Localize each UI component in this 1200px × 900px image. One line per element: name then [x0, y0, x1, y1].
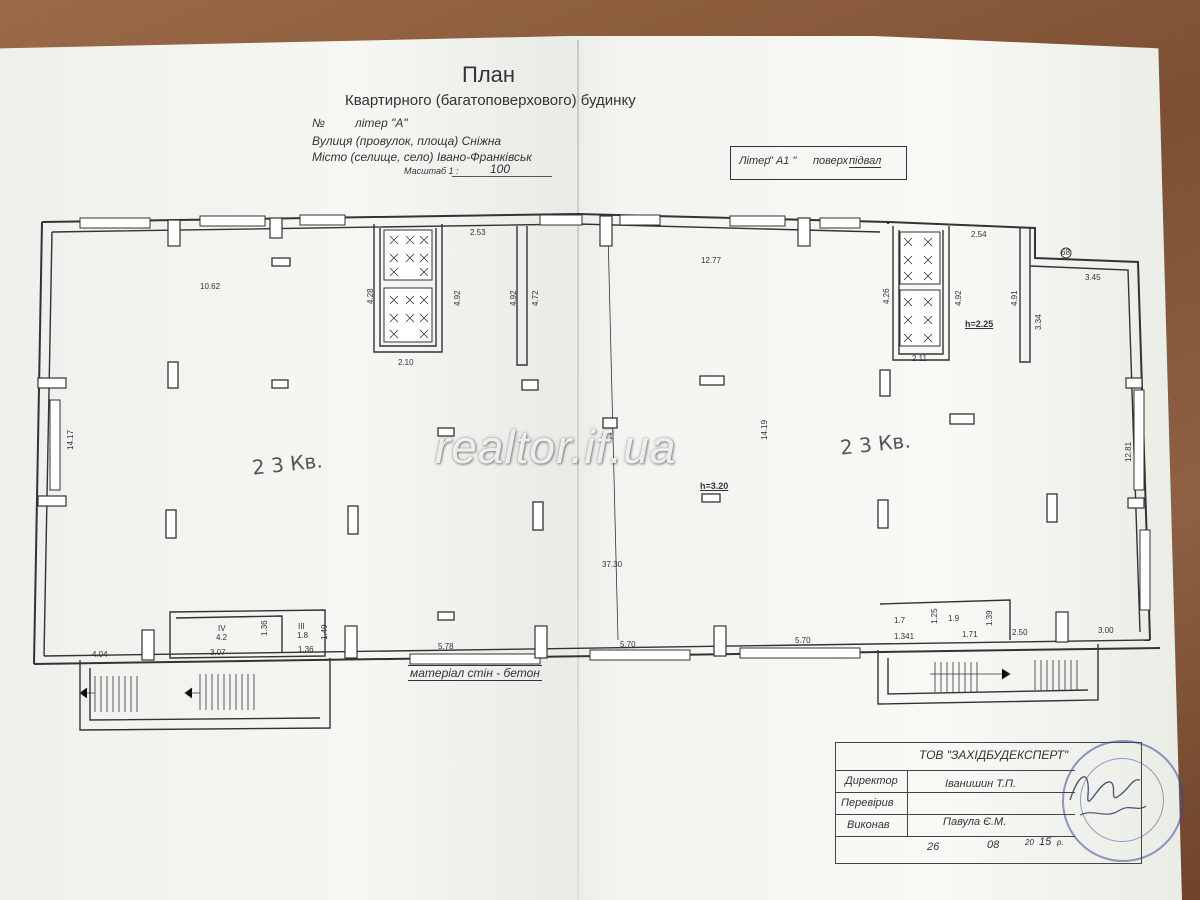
plan-title: План	[462, 62, 516, 87]
number-label: №	[312, 116, 325, 130]
dim-4-72: 4.72	[531, 290, 540, 306]
street-label: Вулиця (провулок, площа) Сніжна	[312, 134, 502, 148]
room-area-1-7: 1.7	[894, 616, 906, 625]
dim-2-11: 2.11	[912, 354, 927, 363]
director-name: Іванишин Т.П.	[945, 778, 1017, 790]
wall-material-label: матеріал стін - бетон	[408, 665, 542, 681]
title-block: ТОВ "ЗАХІДБУДЕКСПЕРТ" Директор Іванишин …	[835, 742, 1142, 864]
dim-12-77: 12.77	[701, 256, 722, 265]
city-label: Місто (селище, село) Івано-Франківськ	[312, 150, 532, 164]
dim-37-30: 37.30	[602, 560, 623, 569]
dim-3-00: 3.00	[1098, 626, 1114, 635]
date-month: 08	[987, 839, 1000, 851]
dim-2-53: 2.53	[470, 228, 486, 237]
scale-label: Масштаб 1 :	[404, 166, 459, 176]
dim-4-92-c: 4.92	[954, 290, 963, 306]
floor-label: поверх	[813, 155, 849, 167]
liter-box-value: " А1 "	[769, 155, 797, 167]
floor-value: підвал	[849, 155, 882, 168]
title-block-row	[835, 770, 1075, 793]
dim-4-92-b: 4.92	[509, 290, 518, 306]
dim-1-25: 1.25	[930, 608, 939, 624]
title-block-divider	[907, 770, 908, 836]
dim-1-341: 1.341	[894, 632, 915, 641]
date-year-prefix: 20	[1025, 838, 1034, 847]
date-year-suffix: р.	[1057, 838, 1064, 847]
room-iv-area: 4.2	[216, 633, 228, 642]
paper-fold	[577, 40, 579, 900]
title-block-row	[835, 814, 1075, 837]
dim-2-54: 2.54	[971, 230, 987, 239]
liter-box-label: Літер	[739, 155, 771, 167]
company-seal	[1062, 740, 1184, 862]
watermark: realtor.if.ua	[435, 421, 677, 473]
dim-5-78: 5.78	[438, 642, 454, 651]
dim-5-70-a: 5.70	[620, 640, 636, 649]
dim-1-39: 1.39	[985, 610, 994, 626]
dim-2-10: 2.10	[398, 358, 414, 367]
room-area-1-9: 1.9	[948, 614, 960, 623]
company-seal-inner	[1080, 758, 1164, 842]
room-iv-label: IV	[218, 624, 226, 633]
mark-68: 68	[1061, 248, 1070, 257]
plan-subtitle: Квартирного (багатоповерхового) будинку	[345, 92, 636, 109]
dim-14-19: 14.19	[760, 419, 769, 440]
dim-4-04: 4.04	[92, 650, 108, 659]
height-label-right: h=2.25	[965, 319, 994, 329]
dim-2-50: 2.50	[1012, 628, 1028, 637]
scale-value: 100	[490, 162, 511, 176]
dim-4-26: 4.26	[882, 288, 891, 304]
dim-1-36-b: 1.36	[298, 645, 314, 654]
director-label: Директор	[845, 775, 898, 787]
dim-4-28: 4.28	[366, 288, 375, 304]
done-name: Павула Є.М.	[943, 816, 1007, 828]
dim-1-36-a: 1.36	[260, 620, 269, 636]
checked-label: Перевірив	[841, 797, 894, 809]
scale-underline	[452, 176, 552, 177]
dim-1-71: 1.71	[962, 630, 978, 639]
title-block-row	[835, 792, 1075, 815]
dim-5-70-b: 5.70	[795, 636, 811, 645]
company-name: ТОВ "ЗАХІДБУДЕКСПЕРТ"	[919, 748, 1069, 762]
paper-sheet	[0, 36, 1182, 900]
room-iii-label: III	[298, 622, 305, 631]
room-iii-area: 1.8	[297, 631, 309, 640]
title-block-row	[835, 836, 1075, 859]
dim-4-92-a: 4.92	[453, 290, 462, 306]
signature	[1069, 776, 1147, 816]
dim-4-91: 4.91	[1010, 290, 1019, 306]
dim-12-81: 12.81	[1124, 441, 1133, 462]
dim-3-34: 3.34	[1034, 314, 1043, 330]
date-year: 15	[1039, 836, 1052, 848]
liter-label: літер "А"	[355, 116, 408, 130]
dim-3-45: 3.45	[1085, 273, 1101, 282]
height-label-center: h=3.20	[700, 481, 729, 491]
dim-14-17: 14.17	[66, 429, 75, 450]
dim-10-62: 10.62	[200, 282, 221, 291]
done-label: Виконав	[847, 819, 890, 831]
mark-center: 0.1	[602, 432, 614, 441]
dim-1-49: 1.49	[320, 624, 329, 640]
date-day: 26	[927, 841, 940, 853]
liter-box: Літер " А1 " поверх підвал	[730, 146, 907, 180]
dim-3-07: 3.07	[210, 648, 226, 657]
